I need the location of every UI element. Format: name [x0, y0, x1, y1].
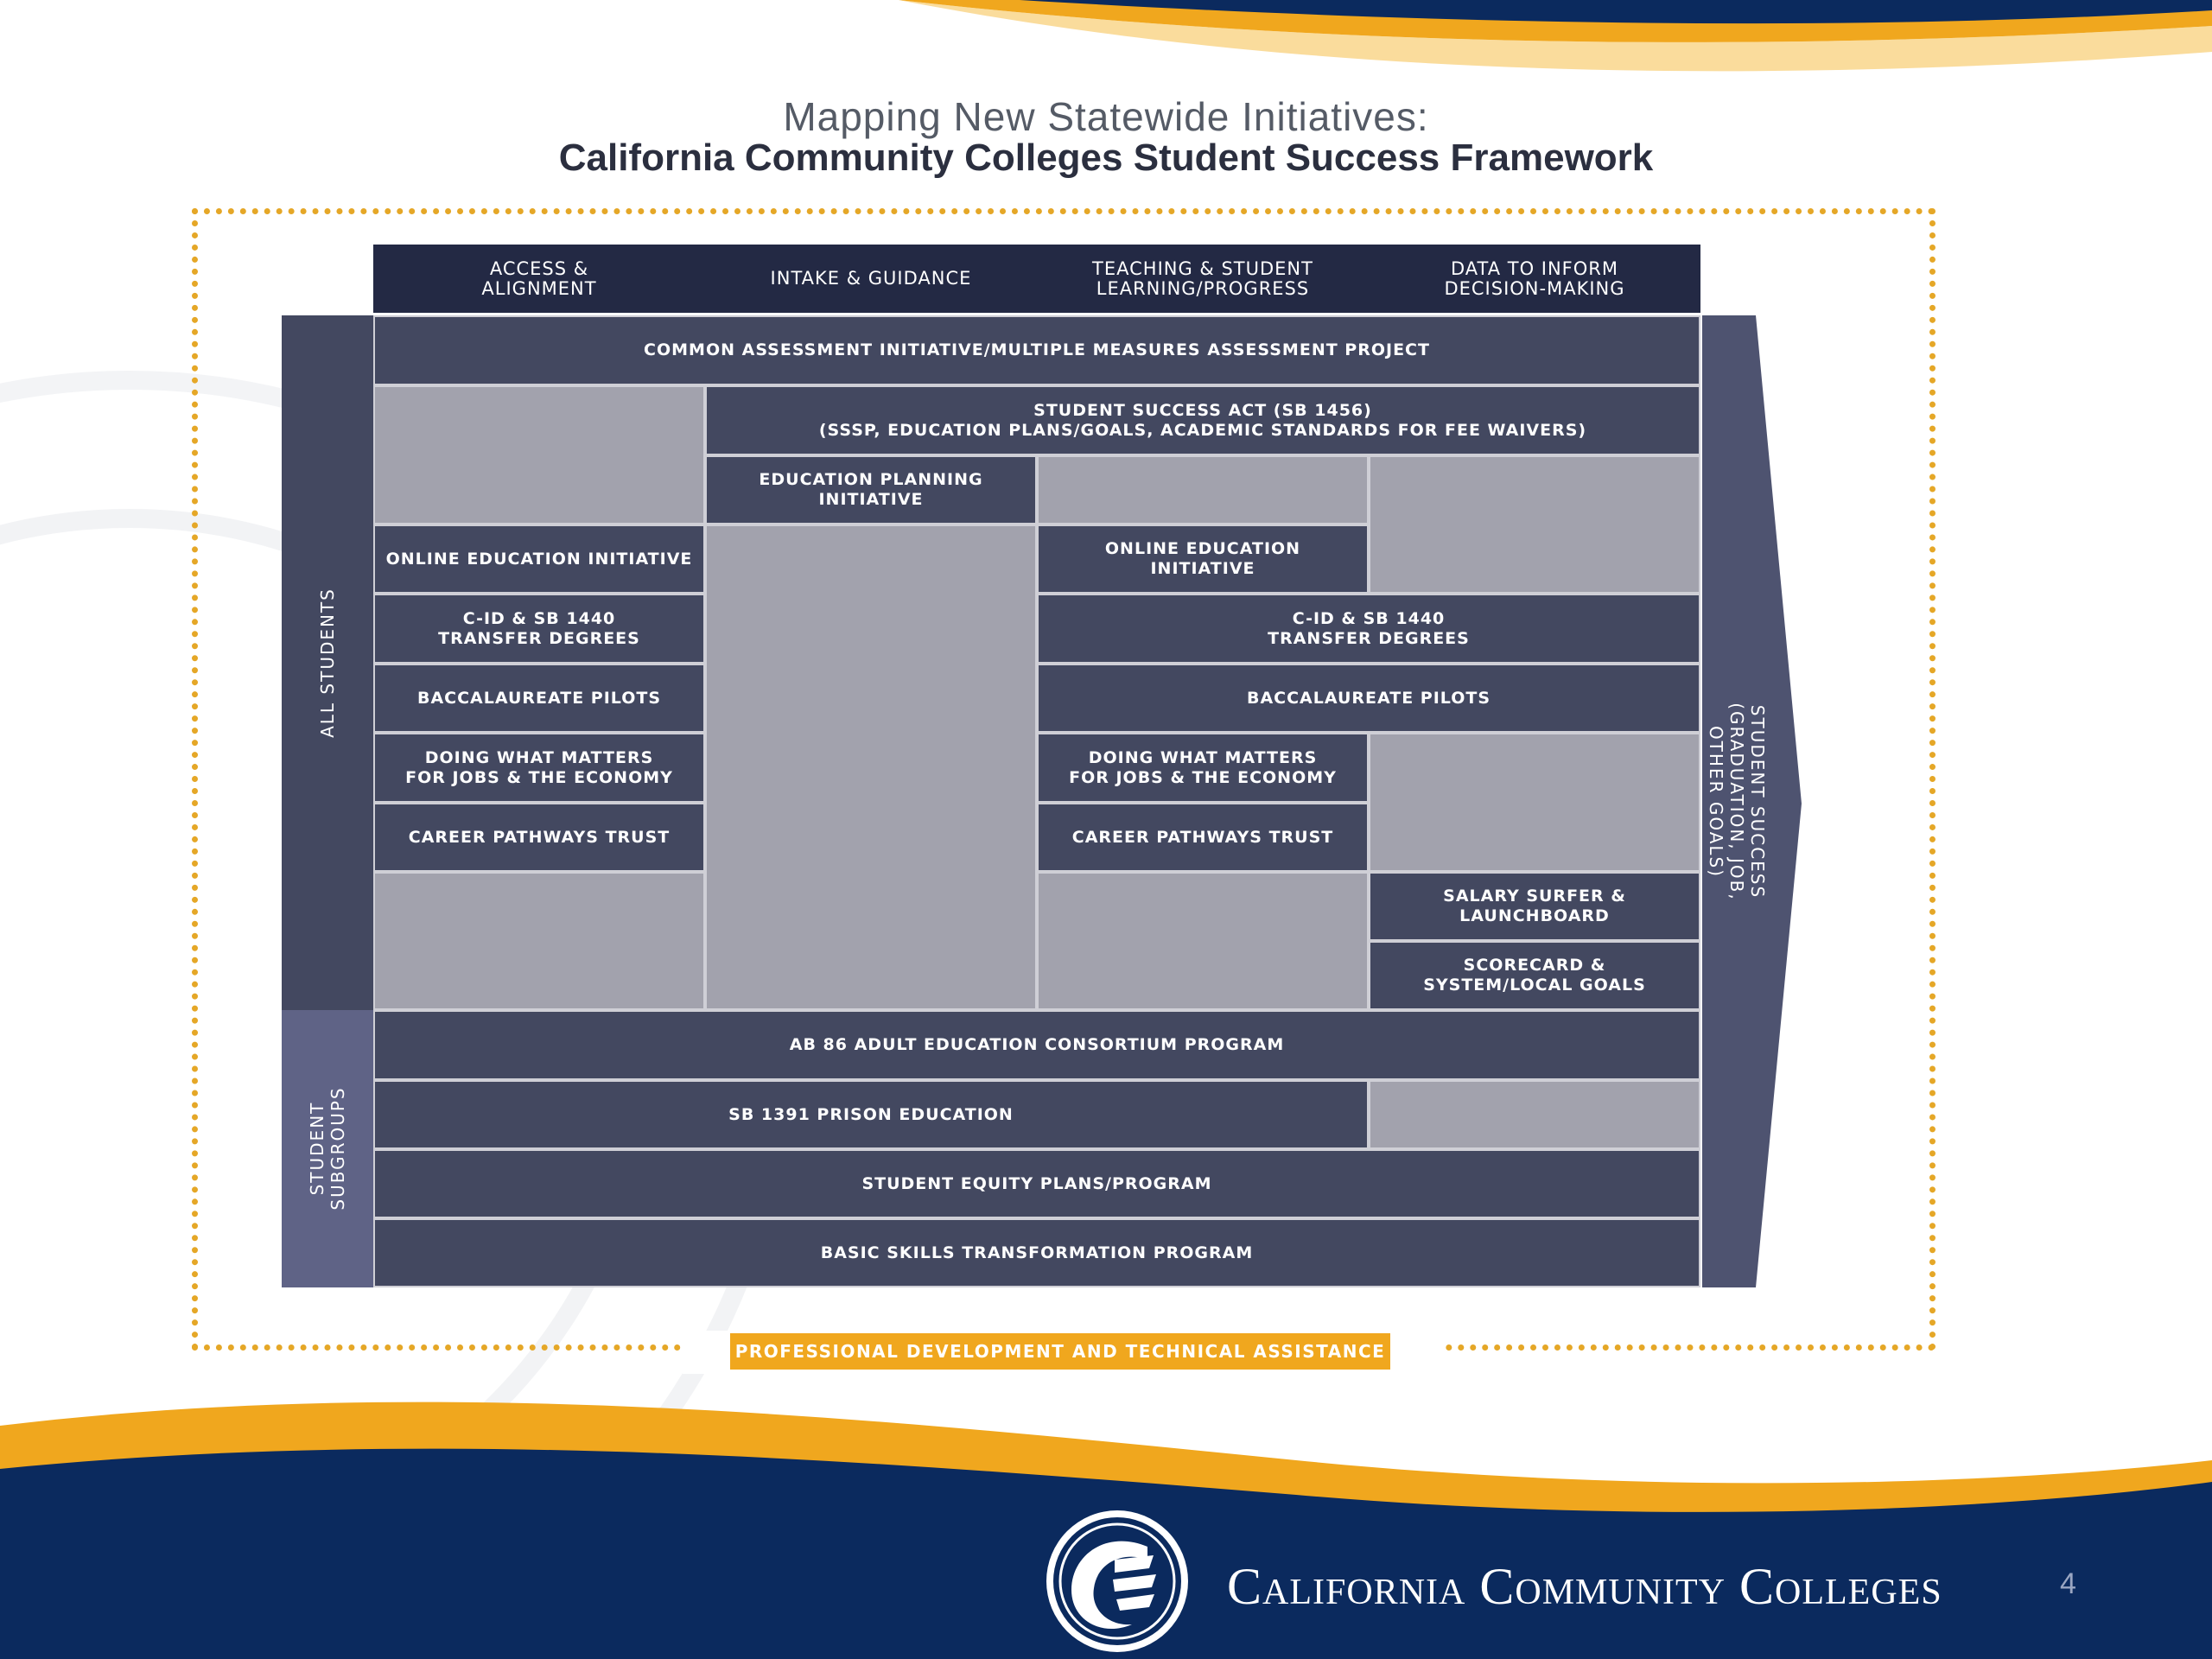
- professional-development-bar: PROFESSIONAL DEVELOPMENT AND TECHNICAL A…: [730, 1333, 1390, 1370]
- empty-cell: [1369, 733, 1700, 872]
- initiative-student-success-act: STUDENT SUCCESS ACT (SB 1456) (SSSP, EDU…: [705, 385, 1700, 455]
- initiative-online-education-access: ONLINE EDUCATION INITIATIVE: [373, 524, 705, 594]
- initiative-ab86-adult-education: AB 86 ADULT EDUCATION CONSORTIUM PROGRAM: [373, 1010, 1700, 1080]
- empty-cell: [705, 524, 1037, 1010]
- row-group-student-subgroups: [282, 1010, 373, 1287]
- initiative-common-assessment: COMMON ASSESSMENT INITIATIVE/MULTIPLE ME…: [373, 315, 1700, 385]
- column-header-access: ACCESS & ALIGNMENT: [373, 245, 705, 313]
- column-header-data: DATA TO INFORM DECISION-MAKING: [1369, 245, 1700, 313]
- empty-cell: [1369, 455, 1700, 594]
- column-header-intake: INTAKE & GUIDANCE: [705, 245, 1037, 313]
- initiative-online-education-teaching: ONLINE EDUCATION INITIATIVE: [1037, 524, 1369, 594]
- initiative-doing-what-matters-access: DOING WHAT MATTERS FOR JOBS & THE ECONOM…: [373, 733, 705, 803]
- page-number: 4: [2060, 1567, 2076, 1600]
- empty-cell: [1369, 1080, 1700, 1149]
- outcome-arrow: [1702, 315, 1802, 1287]
- outcome-label: STUDENT SUCCESS (GRADUATION, JOB, OTHER …: [1706, 702, 1768, 901]
- row-label-student-subgroups: STUDENT SUBGROUPS: [307, 1086, 348, 1211]
- row-group-all-students: [282, 315, 373, 1010]
- initiative-cid-transfer-access: C-ID & SB 1440 TRANSFER DEGREES: [373, 594, 705, 664]
- initiative-doing-what-matters-teaching: DOING WHAT MATTERS FOR JOBS & THE ECONOM…: [1037, 733, 1369, 803]
- initiative-career-pathways-access: CAREER PATHWAYS TRUST: [373, 803, 705, 872]
- slide-subtitle: California Community Colleges Student Su…: [558, 137, 1654, 179]
- initiative-cid-transfer-teaching-data: C-ID & SB 1440 TRANSFER DEGREES: [1037, 594, 1700, 664]
- initiative-education-planning: EDUCATION PLANNING INITIATIVE: [705, 455, 1037, 524]
- empty-cell: [373, 872, 705, 1010]
- initiative-career-pathways-teaching: CAREER PATHWAYS TRUST: [1037, 803, 1369, 872]
- empty-cell: [373, 385, 705, 524]
- initiative-scorecard: SCORECARD & SYSTEM/LOCAL GOALS: [1369, 941, 1700, 1010]
- top-navy-swoosh: [1020, 0, 2212, 24]
- empty-cell: [1037, 872, 1369, 1010]
- row-label-all-students: ALL STUDENTS: [317, 588, 338, 738]
- initiative-basic-skills: BASIC SKILLS TRANSFORMATION PROGRAM: [373, 1218, 1700, 1287]
- empty-cell: [1037, 455, 1369, 524]
- initiative-salary-surfer: SALARY SURFER & LAUNCHBOARD: [1369, 872, 1700, 941]
- slide-title: Mapping New Statewide Initiatives:: [783, 94, 1429, 139]
- cccc-logo-icon: [1046, 1510, 1188, 1652]
- column-header-teaching: TEACHING & STUDENT LEARNING/PROGRESS: [1037, 245, 1369, 313]
- initiative-baccalaureate-teaching-data: BACCALAUREATE PILOTS: [1037, 664, 1700, 733]
- initiative-sb1391-prison-education: SB 1391 PRISON EDUCATION: [373, 1080, 1369, 1149]
- initiative-baccalaureate-access: BACCALAUREATE PILOTS: [373, 664, 705, 733]
- brand-wordmark: California Community Colleges: [1227, 1558, 1942, 1615]
- initiative-student-equity: STUDENT EQUITY PLANS/PROGRAM: [373, 1149, 1700, 1218]
